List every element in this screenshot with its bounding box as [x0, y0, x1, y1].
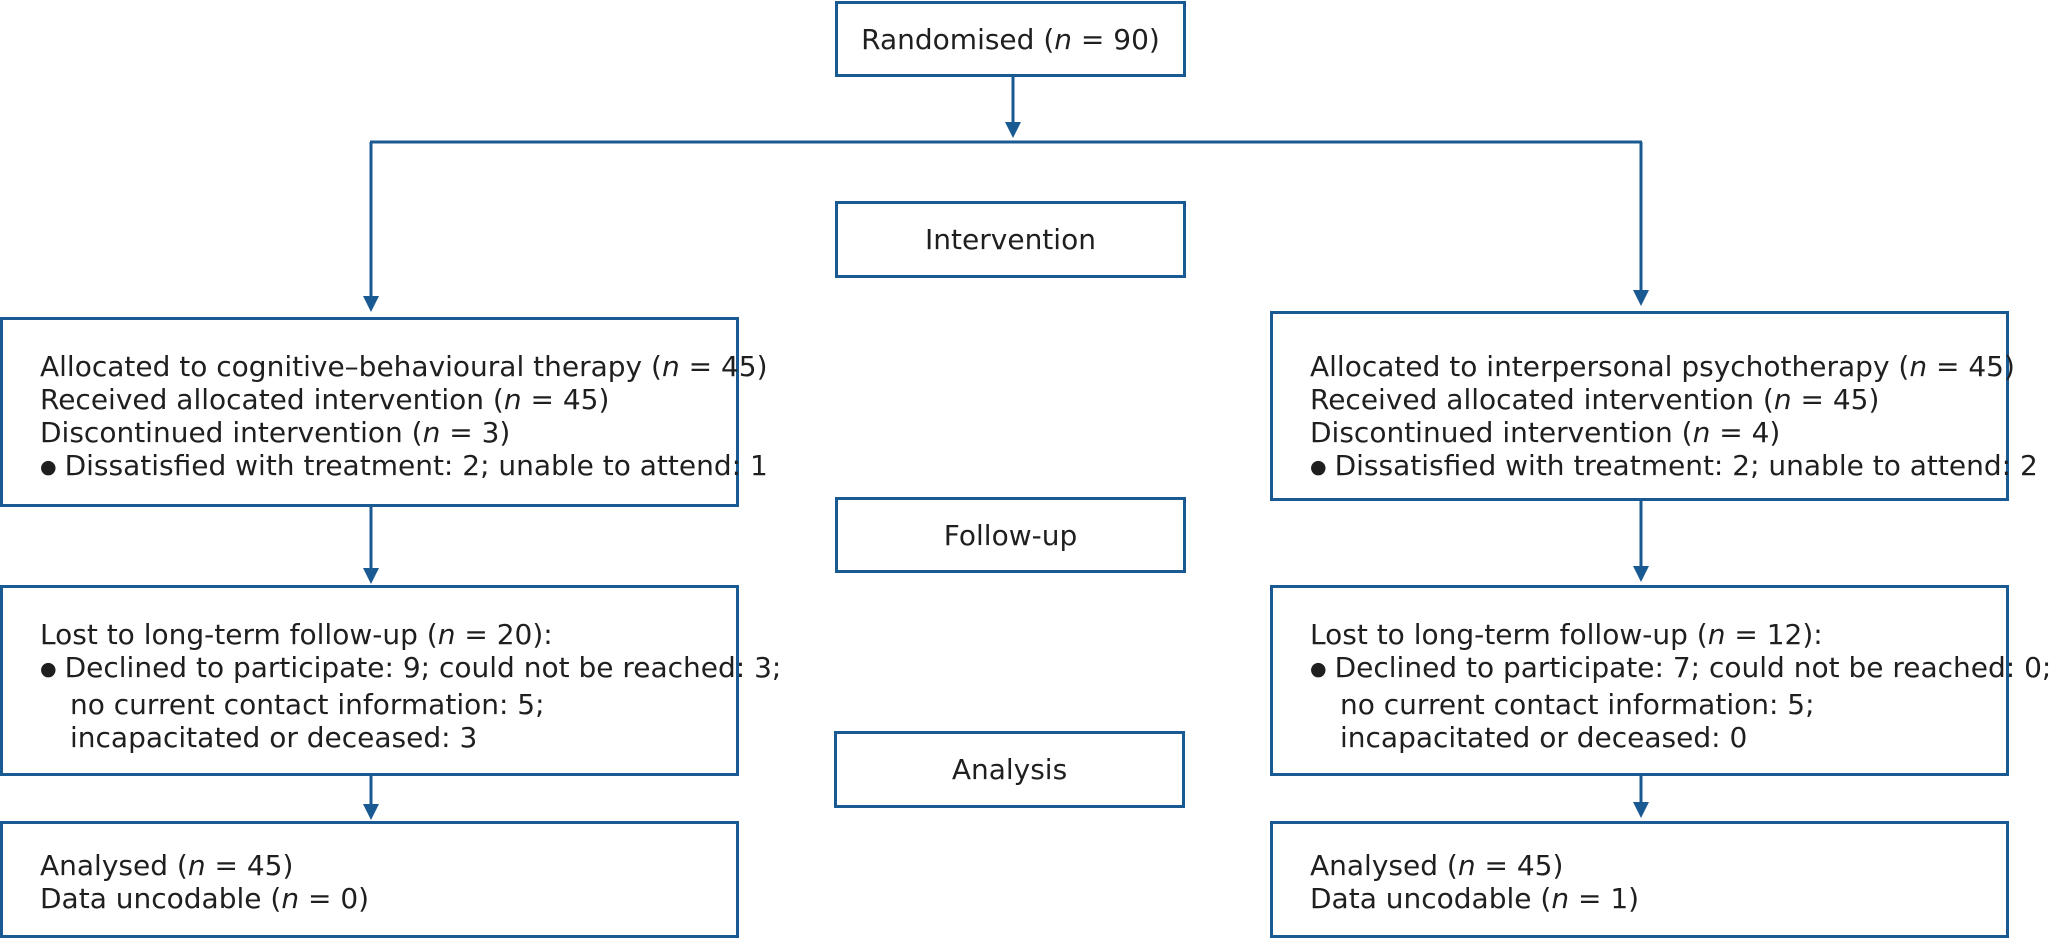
- left-followup-incapacitated: incapacitated or deceased: 3: [70, 721, 478, 754]
- right-analysed-line: Analysed (n = 45): [1310, 849, 1564, 882]
- follow-up-label: Follow-up: [943, 518, 1078, 552]
- left-analysed-line: Analysed (n = 45): [40, 849, 294, 882]
- intervention-label: Intervention: [925, 223, 1096, 256]
- randomised-label: Randomised (n = 90): [861, 22, 1160, 56]
- right-discontinued-reasons: Dissatisfied with treatment: 2; unable t…: [1310, 449, 2038, 486]
- right-lost-followup-line: Lost to long-term follow-up (n = 12):: [1310, 618, 1823, 651]
- left-received-line: Received allocated intervention (n = 45): [40, 383, 610, 416]
- right-followup-box: Lost to long-term follow-up (n = 12): De…: [1270, 585, 2051, 776]
- right-followup-incapacitated: incapacitated or deceased: 0: [1340, 721, 1748, 754]
- left-followup-reasons: Declined to participate: 9; could not be…: [40, 651, 782, 688]
- right-allocated-line: Allocated to interpersonal psychotherapy…: [1310, 350, 2015, 383]
- right-followup-contact: no current contact information: 5;: [1340, 688, 1815, 721]
- left-analysis-box: Analysed (n = 45) Data uncodable (n = 0): [0, 821, 739, 938]
- left-allocation-box: Allocated to cognitive–behavioural thera…: [0, 317, 768, 507]
- left-lost-followup-line: Lost to long-term follow-up (n = 20):: [40, 618, 553, 651]
- right-allocation-box: Allocated to interpersonal psychotherapy…: [1270, 311, 2038, 501]
- right-uncodable-line: Data uncodable (n = 1): [1310, 882, 1640, 915]
- left-followup-box: Lost to long-term follow-up (n = 20): De…: [0, 585, 782, 776]
- follow-up-box: Follow-up: [835, 497, 1186, 573]
- analysis-label: Analysis: [951, 753, 1068, 786]
- analysis-box: Analysis: [834, 731, 1185, 808]
- left-allocated-line: Allocated to cognitive–behavioural thera…: [40, 350, 768, 383]
- consort-flow-diagram: Randomised (n = 90) Intervention Follow-…: [0, 0, 2009, 938]
- right-followup-reasons: Declined to participate: 7; could not be…: [1310, 651, 2051, 688]
- left-followup-contact: no current contact information: 5;: [70, 688, 545, 721]
- left-uncodable-line: Data uncodable (n = 0): [40, 882, 370, 915]
- left-discontinued-reasons: Dissatisfied with treatment: 2; unable t…: [40, 449, 768, 486]
- left-discontinued-line: Discontinued intervention (n = 3): [40, 416, 511, 449]
- randomised-box: Randomised (n = 90): [835, 1, 1186, 77]
- intervention-box: Intervention: [835, 201, 1186, 278]
- right-analysis-box: Analysed (n = 45) Data uncodable (n = 1): [1270, 821, 2009, 938]
- connector-layer: [363, 76, 1649, 820]
- right-received-line: Received allocated intervention (n = 45): [1310, 383, 1880, 416]
- right-discontinued-line: Discontinued intervention (n = 4): [1310, 416, 1781, 449]
